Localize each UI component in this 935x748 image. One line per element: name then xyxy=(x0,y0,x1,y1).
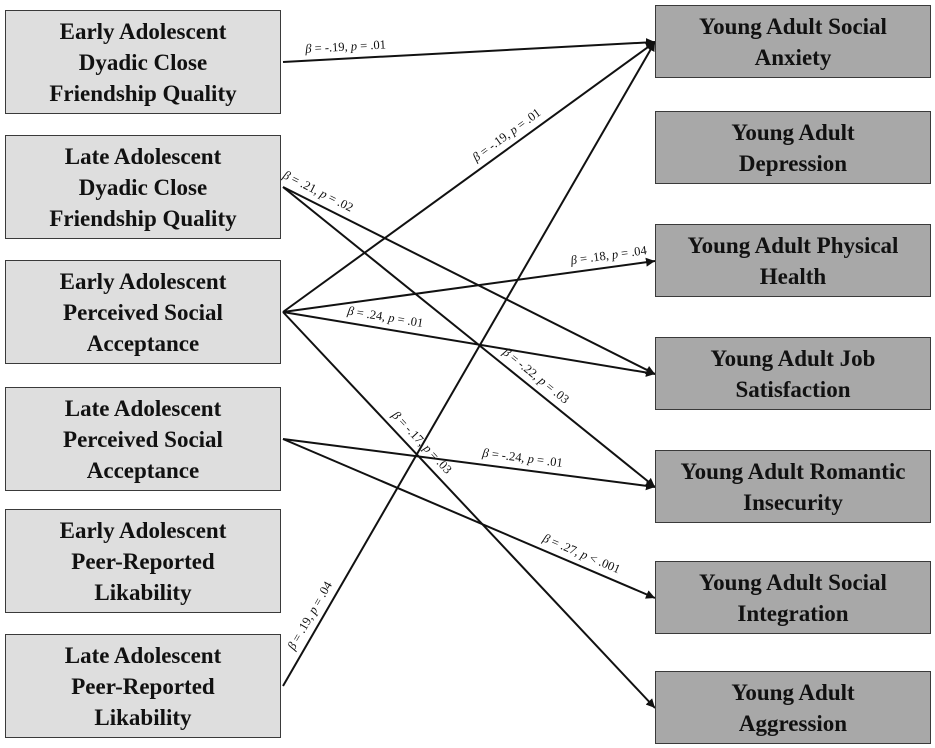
path-coefficient-label: β = .19, p = .04 xyxy=(284,578,335,653)
predictor-late-perceived-social-acceptance: Late Adolescent Perceived Social Accepta… xyxy=(5,387,281,491)
outcome-job-satisfaction: Young Adult Job Satisfaction xyxy=(655,337,931,410)
path-arrow xyxy=(282,438,656,491)
path-coefficient-label: β = -.17, p = .03 xyxy=(388,407,454,476)
predictor-early-perceived-social-acceptance: Early Adolescent Perceived Social Accept… xyxy=(5,260,281,364)
outcome-aggression: Young Adult Aggression xyxy=(655,671,931,744)
path-arrow xyxy=(282,311,656,709)
path-arrow xyxy=(282,186,656,488)
path-coefficient-label: β = -.19, p = .01 xyxy=(469,105,543,164)
predictor-late-dyadic-friendship-quality: Late Adolescent Dyadic Close Friendship … xyxy=(5,135,281,239)
outcome-romantic-insecurity: Young Adult Romantic Insecurity xyxy=(655,450,931,523)
predictor-early-peer-reported-likability: Early Adolescent Peer-Reported Likabilit… xyxy=(5,509,281,613)
path-arrow xyxy=(282,41,656,313)
path-arrow xyxy=(282,186,656,375)
path-arrow xyxy=(282,257,656,313)
predictor-late-peer-reported-likability: Late Adolescent Peer-Reported Likability xyxy=(5,634,281,738)
path-coefficient-label: β = -.24, p = .01 xyxy=(481,446,564,470)
path-arrow xyxy=(282,37,656,63)
path-coefficient-label: β = -.19, p = .01 xyxy=(304,37,386,55)
predictor-early-dyadic-friendship-quality: Early Adolescent Dyadic Close Friendship… xyxy=(5,10,281,114)
path-arrow xyxy=(282,311,656,377)
path-arrow xyxy=(282,438,656,599)
outcome-physical-health: Young Adult Physical Health xyxy=(655,224,931,297)
path-coefficient-label: β = .18, p = .04 xyxy=(569,243,649,268)
path-coefficient-label: β = .24, p = .01 xyxy=(345,304,424,331)
outcome-social-integration: Young Adult Social Integration xyxy=(655,561,931,634)
outcome-social-anxiety: Young Adult Social Anxiety xyxy=(655,5,931,78)
outcome-depression: Young Adult Depression xyxy=(655,111,931,184)
path-arrow xyxy=(282,41,656,687)
